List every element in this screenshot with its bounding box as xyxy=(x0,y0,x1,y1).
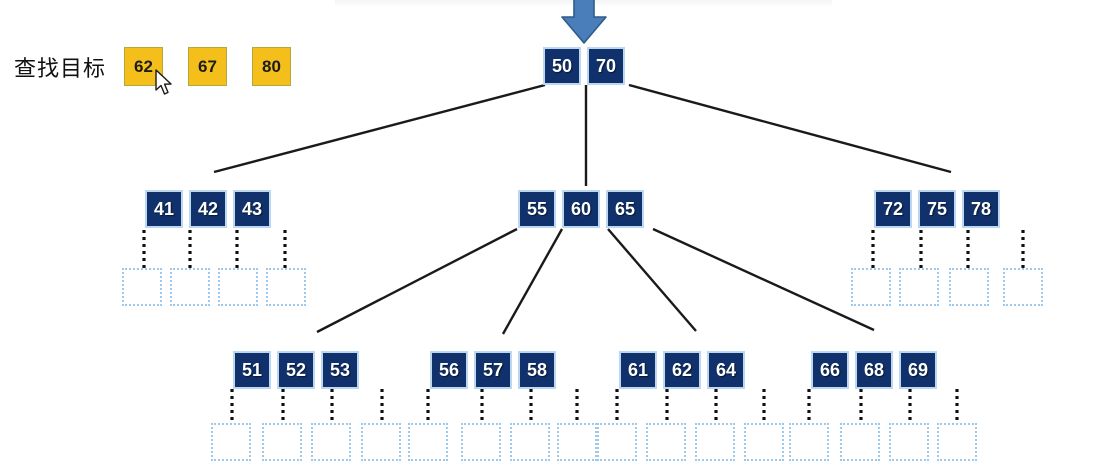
slide-top-edge xyxy=(335,0,832,7)
node41-key-1[interactable]: 42 xyxy=(189,190,227,228)
node72-child-slot-1[interactable] xyxy=(899,268,939,306)
leaf61-key-1[interactable]: 62 xyxy=(663,351,701,389)
search-target-row: 查找目标 62 67 80 xyxy=(14,47,292,86)
search-target-label: 查找目标 xyxy=(14,55,107,81)
search-target-value-1[interactable]: 67 xyxy=(188,47,228,86)
node72-key-0[interactable]: 72 xyxy=(874,190,912,228)
node55-key-2[interactable]: 65 xyxy=(606,190,644,228)
node41-key-0[interactable]: 41 xyxy=(145,190,183,228)
mouse-pointer-icon xyxy=(155,69,172,95)
leaf56-child-slot-2[interactable] xyxy=(510,423,550,461)
node72-key-1[interactable]: 75 xyxy=(918,190,956,228)
root-key-1[interactable]: 70 xyxy=(587,47,625,85)
leaf56-key-0[interactable]: 56 xyxy=(430,351,468,389)
node41-child-slot-2[interactable] xyxy=(218,268,258,306)
leaf61-child-slot-3[interactable] xyxy=(744,423,784,461)
leaf61-key-2[interactable]: 64 xyxy=(707,351,745,389)
leaf66-child-slot-1[interactable] xyxy=(840,423,880,461)
leaf66-key-2[interactable]: 69 xyxy=(899,351,937,389)
node41-key-2[interactable]: 43 xyxy=(233,190,271,228)
leaf66-child-slot-3[interactable] xyxy=(937,423,977,461)
leaf51-child-slot-2[interactable] xyxy=(311,423,351,461)
leaf56-child-slot-3[interactable] xyxy=(557,423,597,461)
node72-child-slot-3[interactable] xyxy=(1003,268,1043,306)
node55-key-1[interactable]: 60 xyxy=(562,190,600,228)
leaf51-child-slot-0[interactable] xyxy=(211,423,251,461)
leaf66-key-1[interactable]: 68 xyxy=(855,351,893,389)
node72-key-2[interactable]: 78 xyxy=(962,190,1000,228)
search-target-value-0[interactable]: 62 xyxy=(124,47,164,86)
leaf56-child-slot-0[interactable] xyxy=(408,423,448,461)
edge-node55-to-leaf56 xyxy=(501,228,564,335)
root-key-0[interactable]: 50 xyxy=(543,47,581,85)
edge-node55-to-leaf66 xyxy=(652,227,875,332)
edge-node55-to-leaf61 xyxy=(607,228,697,332)
edge-node55-to-leaf51 xyxy=(316,227,518,334)
tree-node-72[interactable]: 72 75 78 xyxy=(874,190,1000,228)
leaf66-child-slot-0[interactable] xyxy=(789,423,829,461)
node41-child-slot-3[interactable] xyxy=(266,268,306,306)
node41-child-slot-1[interactable] xyxy=(170,268,210,306)
leaf56-key-2[interactable]: 58 xyxy=(518,351,556,389)
edge-root-to-node41 xyxy=(213,83,546,174)
leaf51-key-1[interactable]: 52 xyxy=(277,351,315,389)
tree-node-41[interactable]: 41 42 43 xyxy=(145,190,271,228)
node55-key-0[interactable]: 55 xyxy=(518,190,556,228)
leaf51-key-0[interactable]: 51 xyxy=(233,351,271,389)
tree-leaf-56[interactable]: 56 57 58 xyxy=(430,351,556,389)
leaf66-child-slot-2[interactable] xyxy=(889,423,929,461)
search-target-value-2[interactable]: 80 xyxy=(252,47,292,86)
node41-child-slot-0[interactable] xyxy=(122,268,162,306)
leaf66-key-0[interactable]: 66 xyxy=(811,351,849,389)
leaf61-key-0[interactable]: 61 xyxy=(619,351,657,389)
edge-root-to-node72 xyxy=(628,83,952,174)
leaf61-child-slot-2[interactable] xyxy=(695,423,735,461)
tree-node-55[interactable]: 55 60 65 xyxy=(518,190,644,228)
tree-leaf-66[interactable]: 66 68 69 xyxy=(811,351,937,389)
leaf56-key-1[interactable]: 57 xyxy=(474,351,512,389)
leaf61-child-slot-0[interactable] xyxy=(597,423,637,461)
node72-child-slot-0[interactable] xyxy=(851,268,891,306)
tree-node-root[interactable]: 50 70 xyxy=(543,47,625,85)
tree-leaf-61[interactable]: 61 62 64 xyxy=(619,351,745,389)
leaf61-child-slot-1[interactable] xyxy=(646,423,686,461)
leaf51-child-slot-3[interactable] xyxy=(361,423,401,461)
tree-leaf-51[interactable]: 51 52 53 xyxy=(233,351,359,389)
node72-child-slot-2[interactable] xyxy=(949,268,989,306)
leaf56-child-slot-1[interactable] xyxy=(461,423,501,461)
leaf51-child-slot-1[interactable] xyxy=(262,423,302,461)
leaf51-key-2[interactable]: 53 xyxy=(321,351,359,389)
